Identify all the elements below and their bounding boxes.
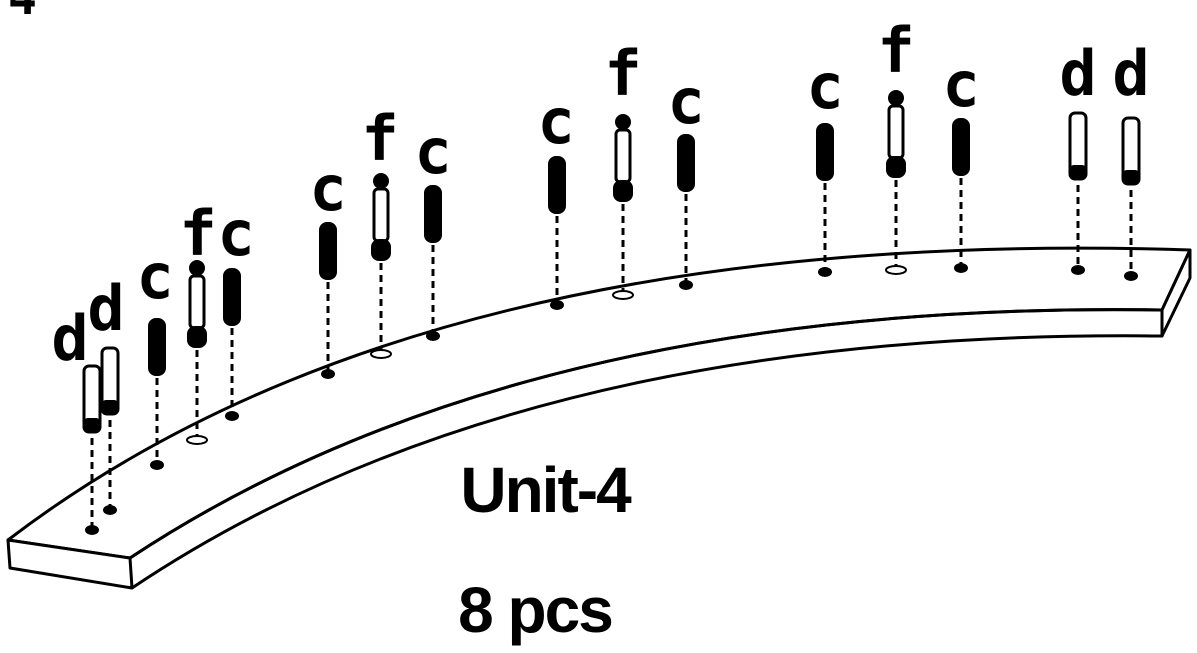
panel-end-face (1160, 248, 1192, 338)
connector-collar (613, 180, 633, 202)
mounting-hole (186, 435, 208, 445)
quantity-caption: 8 pcs (458, 574, 612, 646)
mounting-hole (550, 300, 564, 310)
part-cam-bolt (223, 268, 241, 421)
cam-bolt-body (548, 156, 566, 214)
curved-panel (6, 246, 1192, 590)
dowel-tip (102, 400, 118, 414)
connector-collar (886, 156, 906, 178)
mounting-hole (885, 265, 907, 275)
part-connector (370, 173, 392, 359)
part-cam-bolt (952, 118, 970, 273)
connector-sleeve (887, 104, 905, 160)
connector-head (189, 260, 205, 276)
mounting-hole (954, 263, 968, 273)
part-label-d: d (1059, 37, 1096, 110)
connector-collar (187, 326, 207, 348)
mounting-hole (85, 525, 99, 535)
mounting-hole (370, 349, 392, 359)
part-label-f: f (361, 102, 398, 175)
part-dowel (100, 346, 120, 515)
mounting-hole (1124, 271, 1138, 281)
mounting-hole (150, 460, 164, 470)
part-cam-bolt (816, 123, 834, 277)
cam-bolt-body (816, 123, 834, 181)
part-dowel (1121, 116, 1141, 281)
part-label-f: f (877, 14, 914, 87)
connector-head (373, 173, 389, 189)
hardware-parts (82, 90, 1141, 535)
mounting-hole (612, 290, 634, 300)
part-label-c: c (806, 50, 843, 123)
unit-caption: Unit-4 (460, 454, 632, 526)
part-cam-bolt (677, 134, 695, 290)
part-label-c: c (414, 115, 451, 188)
part-label-d: d (87, 272, 124, 345)
dowel-tip (1070, 165, 1086, 179)
part-label-c: c (537, 85, 574, 158)
part-label-c: c (136, 240, 173, 313)
part-label-f: f (604, 37, 641, 110)
cam-bolt-body (424, 185, 442, 243)
part-cam-bolt (548, 156, 566, 310)
part-dowel (82, 364, 102, 535)
cam-bolt-body (148, 318, 166, 376)
part-label-d: d (51, 302, 88, 375)
part-label-c: c (942, 48, 979, 121)
connector-sleeve (188, 274, 206, 330)
connector-sleeve (372, 187, 390, 243)
mounting-hole (1071, 265, 1085, 275)
dowel-tip (1123, 170, 1139, 184)
dowel-tip (84, 418, 100, 432)
part-label-c: c (309, 152, 346, 225)
part-label-c: c (667, 65, 704, 138)
mounting-hole (679, 280, 693, 290)
cam-bolt-body (319, 222, 337, 280)
mounting-hole (426, 331, 440, 341)
step-number: 4 (8, 0, 37, 26)
connector-head (888, 90, 904, 106)
mounting-hole (225, 411, 239, 421)
part-cam-bolt (424, 185, 442, 341)
connector-collar (371, 239, 391, 261)
cam-bolt-body (223, 268, 241, 326)
part-label-c: c (217, 197, 254, 270)
part-connector (186, 260, 208, 445)
mounting-hole (103, 505, 117, 515)
part-connector (612, 114, 634, 300)
part-dowel (1068, 111, 1088, 275)
part-cam-bolt (319, 222, 337, 379)
connector-sleeve (614, 128, 632, 184)
part-label-f: f (179, 197, 216, 270)
cam-bolt-body (952, 118, 970, 176)
part-label-d: d (1112, 37, 1149, 110)
cam-bolt-body (677, 134, 695, 192)
part-cam-bolt (148, 318, 166, 470)
connector-head (615, 114, 631, 130)
part-connector (885, 90, 907, 275)
mounting-hole (321, 369, 335, 379)
mounting-hole (818, 267, 832, 277)
